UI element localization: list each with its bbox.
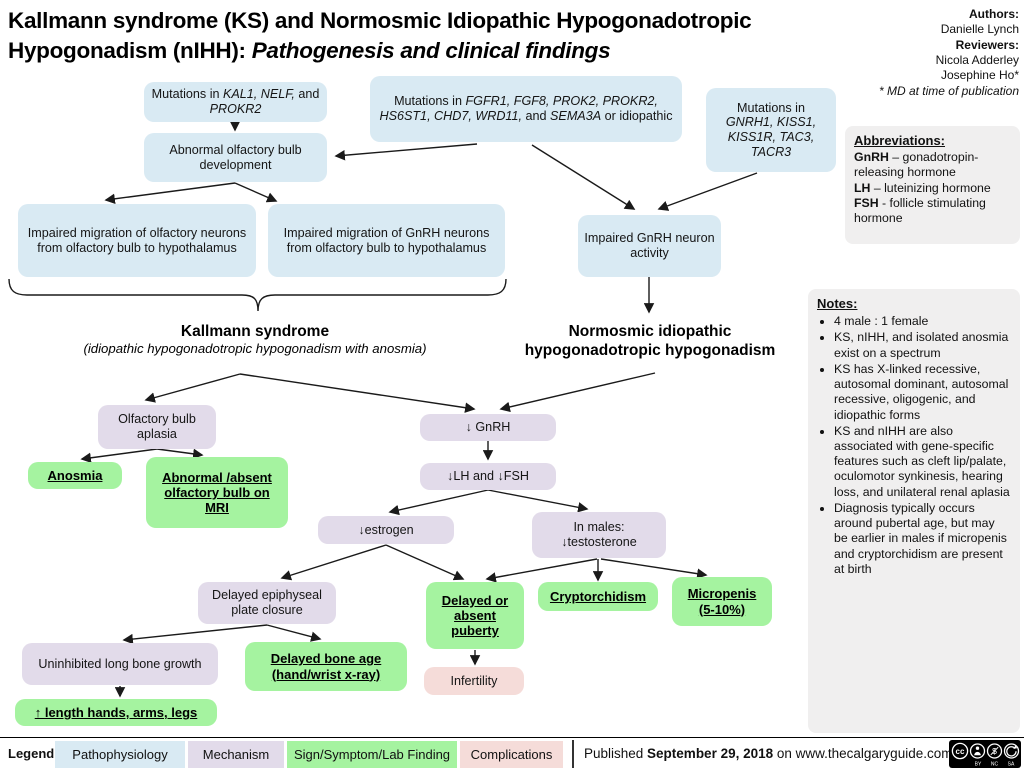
cc-sa-arrow-icon	[1006, 746, 1017, 757]
authors-footnote: * MD at time of publication	[878, 83, 1019, 98]
box-decreased-lh-fsh: ↓LH and ↓FSH	[420, 463, 556, 490]
box-cryptorchidism: Cryptorchidism	[538, 582, 658, 611]
box-impaired-gnrh-neuron-activity: Impaired GnRH neuron activity	[578, 215, 721, 277]
box-in-males-decreased-testosterone: In males: ↓testosterone	[532, 512, 666, 558]
box-decreased-estrogen: ↓estrogen	[318, 516, 454, 544]
authors-panel: Authors: Danielle Lynch Reviewers: Nicol…	[849, 7, 1019, 99]
title-line-1: Kallmann syndrome (KS) and Normosmic Idi…	[8, 8, 752, 33]
box-olfactory-bulb-aplasia: Olfactory bulb aplasia	[98, 405, 216, 449]
box-decreased-gnrh: ↓ GnRH	[420, 414, 556, 441]
note-bullet: KS, nIHH, and isolated anosmia exist on …	[834, 330, 1011, 360]
box-impaired-migration-gnrh-neurons: Impaired migration of GnRH neurons from …	[268, 204, 505, 277]
box-abnormal-olfactory-bulb-development: Abnormal olfactory bulb development	[144, 133, 327, 182]
box-impaired-migration-olfactory-neurons: Impaired migration of olfactory neurons …	[18, 204, 256, 277]
box-anosmia: Anosmia	[28, 462, 122, 489]
box-delayed-or-absent-puberty: Delayed or absent puberty	[426, 582, 524, 649]
box-infertility: Infertility	[424, 667, 524, 695]
page-title: Kallmann syndrome (KS) and Normosmic Idi…	[8, 6, 858, 65]
notes-list: 4 male : 1 femaleKS, nIHH, and isolated …	[817, 314, 1011, 577]
legend-item-sign-symptom-lab: Sign/Symptom/Lab Finding	[287, 741, 457, 768]
note-bullet: 4 male : 1 female	[834, 314, 1011, 329]
svg-text:NC: NC	[991, 762, 999, 768]
box-micropenis: Micropenis (5-10%)	[672, 577, 772, 626]
legend-item-pathophysiology: Pathophysiology	[55, 741, 185, 768]
box-mutations-kal1-nelf-prokr2: Mutations in KAL1, NELF, and PROKR2	[144, 82, 327, 122]
abbreviation-item: FSH - follicle stimulating hormone	[854, 195, 986, 226]
box-abnormal-absent-olfactory-bulb-mri: Abnormal /absent olfactory bulb on MRI	[146, 457, 288, 528]
note-bullet: KS has X-linked recessive, autosomal dom…	[834, 362, 1011, 423]
notes-heading: Notes:	[817, 296, 858, 311]
abbreviations-panel: Abbreviations: GnRH – gonadotropin-relea…	[845, 126, 1020, 244]
legend-label: Legend:	[8, 746, 59, 761]
author-name: Danielle Lynch	[940, 22, 1019, 37]
reviewer-name: Josephine Ho*	[940, 68, 1019, 83]
reviewer-name: Nicola Adderley	[935, 53, 1019, 68]
box-increased-length-hands-arms-legs: ↑ length hands, arms, legs	[15, 699, 217, 726]
heading-normosmic-ihh: Normosmic idiopathic hypogonadotropic hy…	[524, 323, 776, 360]
legend-item-complications: Complications	[460, 741, 563, 768]
title-line-2: Hypogonadism (nIHH): Pathogenesis and cl…	[8, 37, 611, 63]
abbreviations-heading: Abbreviations:	[854, 133, 946, 148]
cc-by-person-icon	[975, 746, 980, 750]
legend-item-mechanism: Mechanism	[188, 741, 284, 768]
notes-panel: Notes: 4 male : 1 femaleKS, nIHH, and is…	[808, 289, 1020, 733]
note-bullet: KS and nIHH are also associated with gen…	[834, 424, 1011, 500]
published-line: Published September 29, 2018 on www.thec…	[584, 746, 953, 761]
cc-icon: cc	[956, 747, 965, 756]
footer-divider	[572, 740, 574, 768]
box-mutations-gnrh1-kiss1: Mutations in GNRH1, KISS1, KISS1R, TAC3,…	[706, 88, 836, 172]
footer-bar: Legend: Pathophysiology Mechanism Sign/S…	[0, 737, 1024, 768]
svg-text:BY: BY	[975, 762, 982, 768]
box-delayed-bone-age: Delayed bone age (hand/wrist x-ray)	[245, 642, 407, 691]
cc-license-badge: cc $ BY NC SA	[949, 740, 1021, 768]
box-delayed-epiphyseal-plate-closure: Delayed epiphyseal plate closure	[198, 582, 336, 624]
reviewers-label: Reviewers:	[955, 37, 1019, 52]
svg-text:SA: SA	[1008, 762, 1015, 768]
box-uninhibited-long-bone-growth: Uninhibited long bone growth	[22, 643, 218, 685]
note-bullet: Diagnosis typically occurs around pubert…	[834, 501, 1011, 577]
abbreviation-item: GnRH – gonadotropin-releasing hormone	[854, 150, 979, 180]
heading-kallmann-syndrome: Kallmann syndrome (idiopathic hypogonado…	[83, 323, 427, 357]
authors-label: Authors:	[969, 7, 1019, 21]
abbreviation-item: LH – luteinizing hormone	[854, 180, 991, 195]
box-mutations-fgfr1-fgf8-prok2: Mutations in FGFR1, FGF8, PROK2, PROKR2,…	[370, 76, 682, 142]
